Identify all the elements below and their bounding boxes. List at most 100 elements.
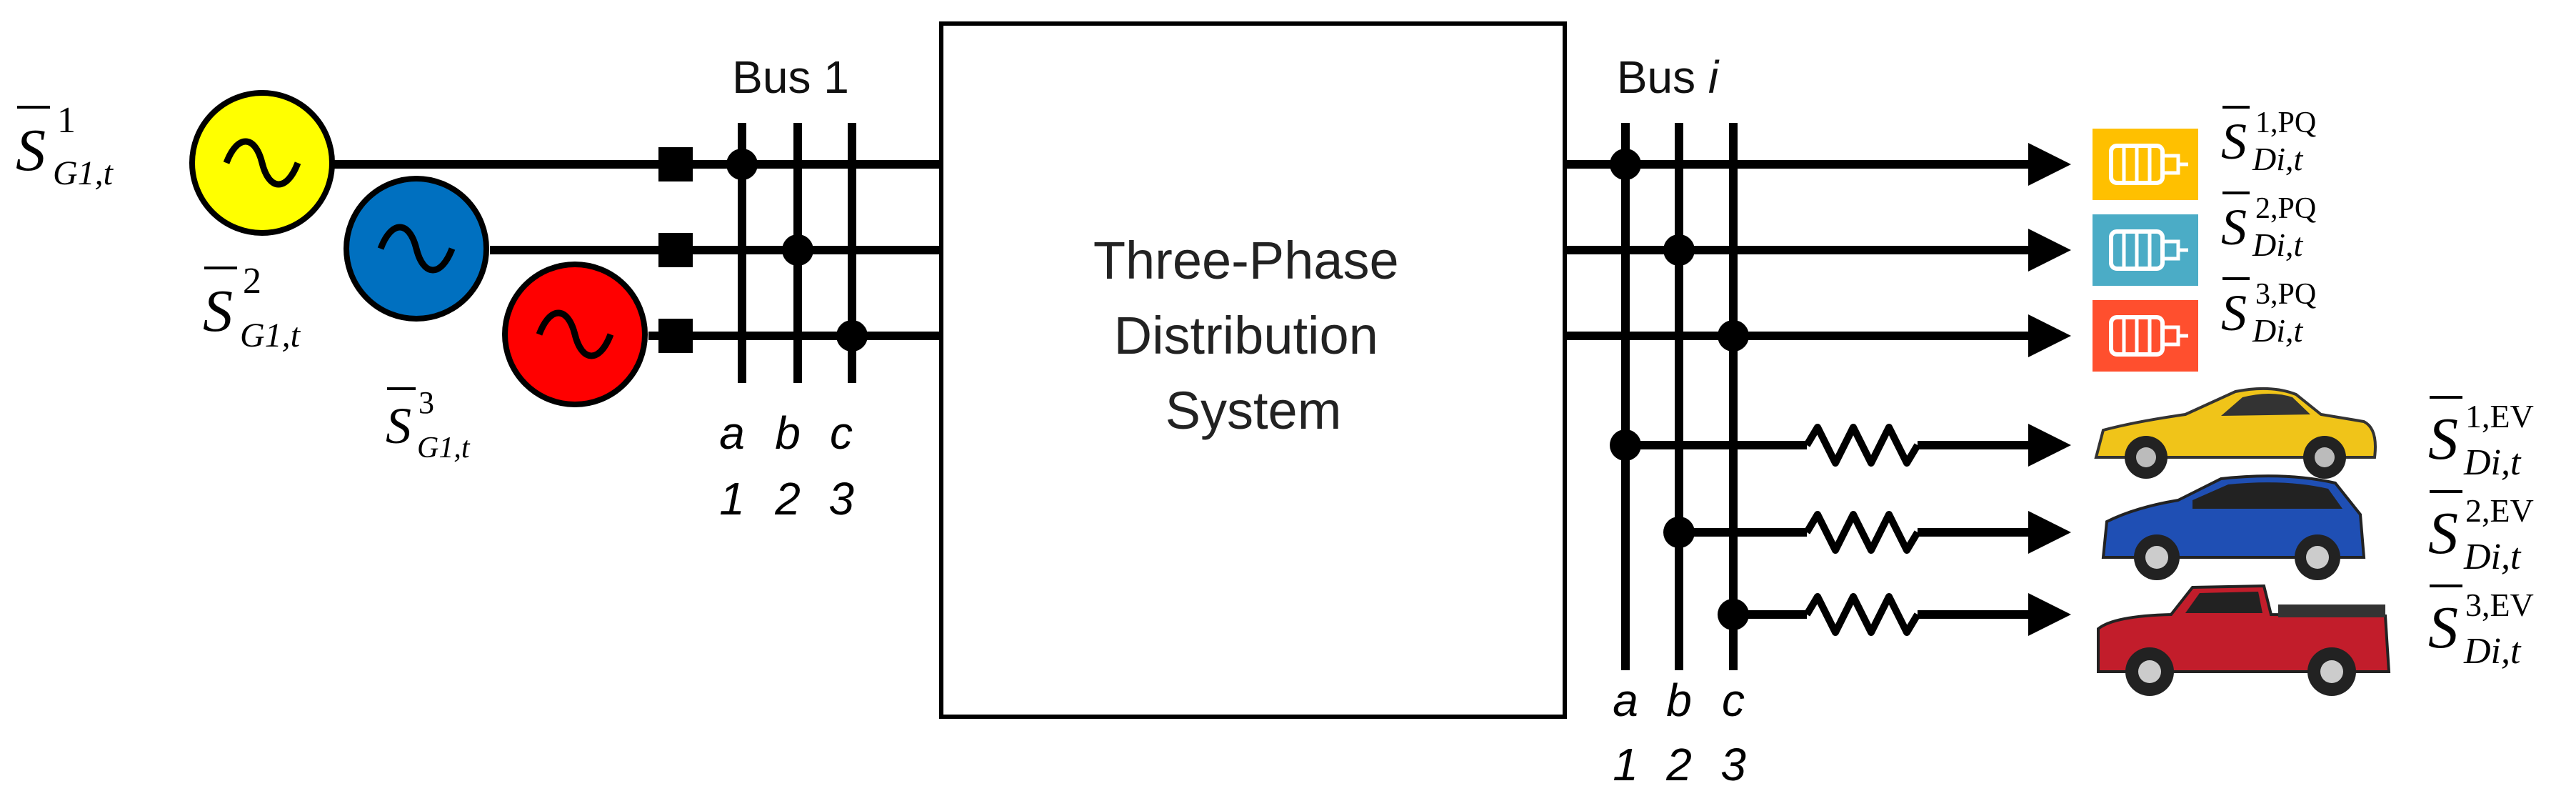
ev-3-subscript: Di,t [2463,631,2522,672]
arrowhead-ev-1 [2028,424,2071,467]
ev-load-1 [2094,387,2377,479]
resistor-icon [1803,424,1921,467]
gen-3-subscript: G1,t [417,432,471,464]
ac-source-icon [223,138,301,188]
bus-1-node-b [782,234,813,266]
bus-i-node-ev-b [1663,517,1695,548]
sports-car-icon [2094,387,2377,459]
gen-3-symbol: S [386,397,411,454]
bus-i-node-ev-a [1610,429,1641,461]
resistor-icon [1803,593,1921,636]
pq-load-2-label: S 2,PQ Di,t [2221,191,2316,263]
title-line-1: Three-Phase [1093,231,1399,290]
pickup-truck-icon [2097,584,2391,673]
truck-bed [2278,604,2385,617]
title-line-3: System [1166,381,1342,440]
bus-i-phase-number-2: 2 [1665,739,1692,790]
pq-1-symbol: S [2221,113,2247,170]
bus-i-label-prefix: Bus [1617,51,1708,103]
pq-3-symbol: S [2221,284,2247,342]
bus-1-phase-number-1: 1 [719,473,745,524]
ev-load-2-label: S 2,EV Di,t [2428,490,2534,577]
generator-1 [189,90,335,236]
arrowhead-pq-1 [2028,143,2071,186]
ac-source-icon [536,309,614,359]
ev-3-superscript: 3,EV [2465,587,2534,623]
ev-2-symbol: S [2428,500,2458,567]
ev-1-superscript: 1,EV [2465,398,2534,434]
car-hub [2145,546,2168,569]
breaker-c [658,319,693,353]
bus-i-phase-number-1: 1 [1613,739,1638,790]
gen-3-superscript: 3 [419,385,434,420]
breaker-a [658,147,693,181]
title-line-2: Distribution [1114,306,1378,365]
distribution-system-title: Three-Phase Distribution System [1093,231,1413,440]
bus-i-group: Bus i a b c 1 2 3 [1565,51,2071,790]
car-hub [2306,546,2329,569]
bus-1-node-a [726,149,758,180]
ev-feeder-3 [1718,593,2071,636]
bus-1-phase-number-3: 3 [828,473,854,524]
car-hub [2320,660,2343,683]
pq-1-subscript: Di,t [2252,141,2304,177]
pq-3-superscript: 3,PQ [2255,278,2316,311]
ev-feeder-1 [1610,424,2071,467]
pq-2-superscript: 2,PQ [2255,192,2316,225]
resistor-icon [1803,511,1921,554]
bus-1-group: Bus 1 a b c 1 2 3 [332,51,941,524]
pq-load-2 [2093,214,2198,286]
bus-i-label: Bus i [1617,51,1720,103]
gen-2-subscript: G1,t [240,317,301,354]
pq-2-subscript: Di,t [2252,227,2304,263]
bus-i-node-pq-c [1718,320,1749,352]
pq-1-superscript: 1,PQ [2255,106,2316,139]
ev-load-3 [2097,584,2391,696]
ev-1-subscript: Di,t [2463,442,2522,483]
pq-load-1-label: S 1,PQ Di,t [2221,106,2316,177]
car-window [2221,394,2310,416]
bus-1-label: Bus 1 [732,51,849,103]
car-window [2185,592,2262,613]
bus-1-phase-letter-a: a [719,407,745,459]
ev-feeder-2 [1663,511,2071,554]
generator-2 [344,176,489,322]
car-hub [2138,660,2161,683]
bus-i-node-pq-a [1610,149,1641,180]
ac-source-icon [377,224,456,274]
generator-2-label: S 2 G1,t [203,261,301,354]
bus-1-node-c [836,320,868,352]
gen-2-superscript: 2 [243,261,261,302]
ev-1-symbol: S [2428,406,2458,472]
bus-i-label-index: i [1708,51,1720,103]
gen-1-subscript: G1,t [53,154,114,192]
ev-2-subscript: Di,t [2463,537,2522,577]
gen-2-symbol: S [203,278,233,344]
breaker-b [658,233,693,267]
bus-i-node-pq-b [1663,234,1695,266]
gen-1-symbol: S [16,117,46,184]
ev-load-3-label: S 3,EV Di,t [2428,584,2534,672]
generator-3 [502,262,648,407]
pq-load-1 [2093,129,2198,200]
bus-1-phase-letter-c: c [830,407,853,459]
gen-1-superscript: 1 [57,100,76,141]
generator-3-label: S 3 G1,t [386,385,471,464]
bus-i-phase-letter-c: c [1722,675,1745,726]
pq-3-subscript: Di,t [2252,312,2304,349]
car-hub [2315,447,2335,467]
pq-load-3 [2093,300,2198,372]
bus-i-node-ev-c [1718,599,1749,630]
ev-2-superscript: 2,EV [2465,492,2534,529]
arrowhead-ev-2 [2028,511,2071,554]
bus-i-phase-number-3: 3 [1720,739,1746,790]
ev-load-2 [2101,474,2366,580]
bus-1-phase-letter-b: b [775,407,801,459]
bus-1-phase-number-2: 2 [774,473,801,524]
arrowhead-pq-3 [2028,314,2071,357]
arrowhead-ev-3 [2028,593,2071,636]
arrowhead-pq-2 [2028,229,2071,272]
bus-i-phase-letter-a: a [1613,675,1638,726]
pq-2-symbol: S [2221,199,2247,256]
